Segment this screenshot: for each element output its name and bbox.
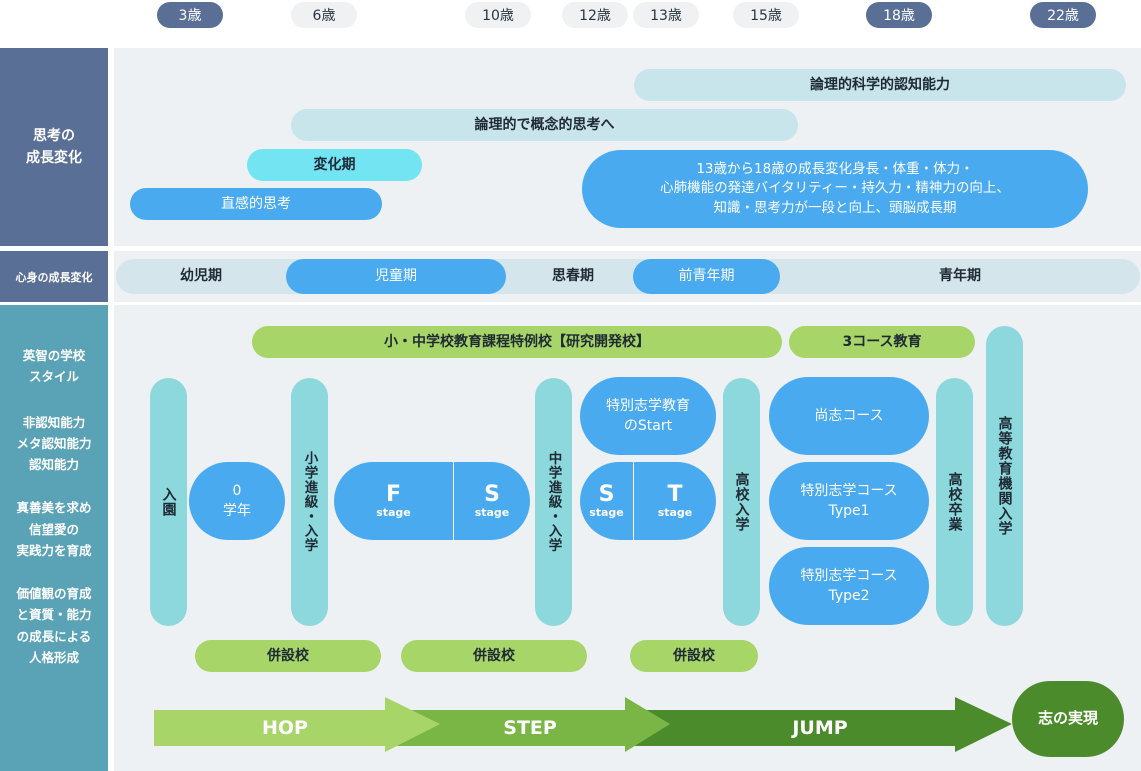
period-infant: 幼児期 — [180, 268, 222, 285]
step-label: STEP — [503, 717, 557, 740]
sidebar-truth: 真善美を求め 信望愛の 実践力を育成 — [16, 500, 92, 558]
shoushi-course-pill: 尚志コース — [769, 377, 929, 455]
logical-thinking-bar: 論理的で概念的思考へ — [291, 109, 798, 141]
t-stage-word: stage — [657, 505, 693, 519]
age-badge-12: 12歳 — [562, 2, 628, 28]
s-stage-primary-letter: S — [484, 481, 500, 507]
age-badge-3-fill: 3歳 — [157, 2, 223, 28]
primary-entry-pillar: 小学進級・入学 — [291, 378, 328, 626]
sidebar-school: 英智の学校 スタイル 非認知能力 メタ認知能力 認知能力 真善美を求め 信望愛の… — [0, 305, 108, 771]
age-badge-6: 6歳 — [291, 2, 357, 28]
scientific-cognition-bar: 論理的科学的認知能力 — [634, 69, 1126, 101]
f-stage: F stage — [334, 462, 454, 540]
fs-stage-pill: F stage S stage — [334, 462, 530, 540]
hop-step-jump-arrows — [154, 697, 1012, 752]
f-stage-letter: F — [385, 481, 402, 507]
jump-arrow — [620, 697, 1012, 752]
hop-arrow — [154, 697, 440, 752]
special-start-pill: 特別志学教育 のStart — [580, 377, 716, 455]
s-stage-junior-letter: S — [598, 481, 615, 507]
s-stage-primary-word: stage — [474, 505, 510, 519]
entry-pillar: 入園 — [150, 378, 187, 626]
period-youth: 青年期 — [939, 268, 981, 285]
period-pre-youth: 前青年期 — [633, 259, 780, 294]
s-stage-junior-word: stage — [589, 505, 624, 519]
step-arrow — [385, 697, 670, 752]
t-stage: T stage — [634, 462, 716, 540]
annex-school-3: 併設校 — [630, 640, 758, 672]
special-school-bar: 小・中学校教育課程特例校【研究開発校】 — [252, 326, 782, 358]
age-badge-13: 13歳 — [633, 2, 699, 28]
hop-label: HOP — [262, 717, 308, 740]
jump-label: JUMP — [792, 717, 848, 740]
goal-circle: 志の実現 — [1012, 681, 1124, 757]
type1-course-pill: 特別志学コース Type1 — [769, 462, 929, 540]
annex-school-1: 併設校 — [195, 640, 381, 672]
change-period-bar: 変化期 — [247, 149, 422, 181]
sidebar-mindbody: 心身の成長変化 — [0, 251, 108, 302]
junior-entry-pillar: 中学進級・入学 — [535, 378, 572, 626]
s-stage-primary: S stage — [454, 462, 530, 540]
annex-school-2: 併設校 — [401, 640, 587, 672]
s-stage-junior: S stage — [580, 462, 634, 540]
three-course-bar: 3コース教育 — [789, 326, 975, 358]
high-entry-pillar: 高校入学 — [723, 378, 760, 626]
age-badge-15: 15歳 — [733, 2, 799, 28]
high-grad-pillar: 高校卒業 — [936, 378, 973, 626]
zero-year-pill: 0 学年 — [189, 462, 285, 540]
f-stage-word: stage — [376, 505, 411, 519]
age-badge-22: 22歳 — [1030, 2, 1096, 28]
age-badge-10: 10歳 — [465, 2, 531, 28]
type2-course-pill: 特別志学コース Type2 — [769, 547, 929, 625]
sidebar-abilities: 非認知能力 メタ認知能力 認知能力 — [16, 414, 92, 473]
sidebar-values: 価値観の育成 と資質・能力 の成長による 人格形成 — [16, 586, 92, 665]
period-child: 児童期 — [286, 259, 506, 294]
st-stage-pill: S stage T stage — [580, 462, 716, 540]
intuitive-thinking-bar: 直感的思考 — [130, 188, 382, 220]
t-stage-letter: T — [667, 481, 683, 507]
sidebar-style: 英智の学校 スタイル — [22, 348, 86, 385]
higher-ed-pillar: 高等教育機関入学 — [986, 326, 1023, 626]
age-badge-18: 18歳 — [866, 2, 932, 28]
period-puberty: 思春期 — [552, 268, 594, 285]
sidebar-thinking: 思考の 成長変化 — [0, 48, 108, 246]
growth-description-bar: 13歳から18歳の成長変化身長・体重・体力・ 心肺機能の発達バイタリティー・持久… — [582, 150, 1088, 228]
